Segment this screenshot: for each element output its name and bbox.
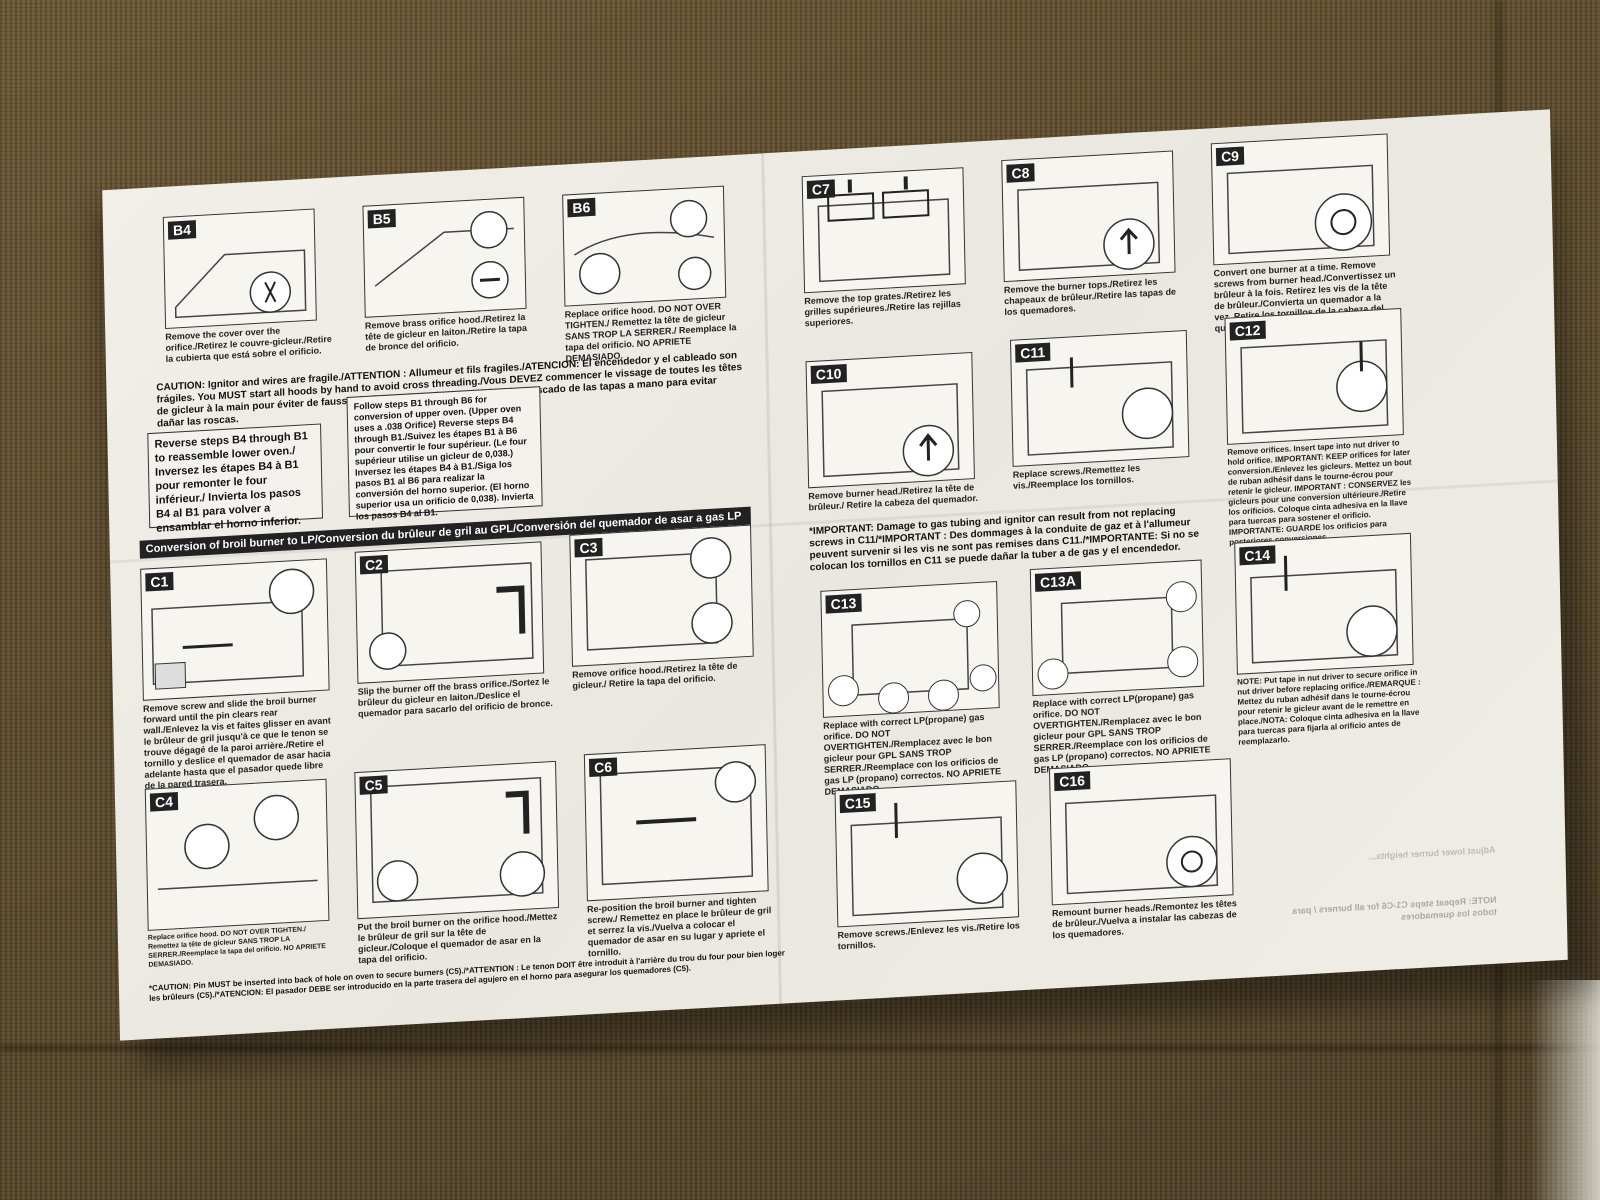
- c13-illustration: [827, 600, 997, 714]
- b5-illustration: [374, 210, 514, 299]
- c11-label: C11: [1015, 342, 1051, 363]
- panel-c10: C10: [805, 351, 975, 489]
- c4-caption: Replace orifice hood. DO NOT OVER TIGHTE…: [147, 926, 326, 969]
- c10-illustration: [821, 383, 960, 478]
- panel-c3: C3: [569, 524, 754, 667]
- panel-c7: C7: [801, 167, 966, 294]
- panel-c12: C12: [1224, 307, 1404, 445]
- c13-label: C13: [825, 593, 862, 614]
- c8-caption: Remove the burner tops./Retirez les chap…: [1003, 276, 1177, 318]
- c13a-label: C13A: [1034, 571, 1082, 592]
- couch-seam: [0, 1045, 1600, 1051]
- c5-label: C5: [359, 775, 388, 795]
- panel-c4: C4: [144, 778, 330, 931]
- panel-b4: B4: [162, 208, 317, 330]
- c8-label: C8: [1006, 163, 1035, 183]
- c9-label: C9: [1215, 146, 1245, 167]
- panel-c13a: C13A: [1029, 559, 1205, 697]
- c7-illustration: [817, 176, 951, 283]
- panel-b5: B5: [362, 196, 527, 318]
- c7-label: C7: [806, 179, 835, 199]
- panel-c1: C1: [140, 558, 330, 701]
- b4-illustration: [174, 249, 307, 319]
- panel-c8: C8: [1001, 150, 1176, 283]
- c9-illustration: [1226, 164, 1375, 255]
- panel-c5: C5: [354, 760, 560, 920]
- c14-caption: NOTE: Put tape in nut driver to secure o…: [1236, 667, 1421, 747]
- b5-label: B5: [367, 208, 396, 229]
- c10-label: C10: [810, 364, 847, 385]
- c12-illustration: [1240, 339, 1389, 434]
- c1-illustration: [151, 568, 315, 690]
- c2-label: C2: [359, 554, 389, 575]
- c7-caption: Remove the top grates./Retirez les grill…: [804, 288, 961, 329]
- b6-illustration: [573, 199, 715, 295]
- panel-c16: C16: [1048, 758, 1234, 906]
- c6-illustration: [599, 761, 757, 886]
- reverse-steps-box: Reverse steps B4 through B1 to reassembl…: [147, 423, 324, 535]
- c1-label: C1: [145, 571, 174, 592]
- panel-c14: C14: [1234, 532, 1414, 675]
- c15-illustration: [850, 802, 1009, 917]
- instruction-sheet: B4 Remove the cover over the orifice./Re…: [102, 109, 1568, 1041]
- panel-c13: C13: [820, 580, 1000, 718]
- c15-label: C15: [839, 793, 876, 814]
- c3-illustration: [585, 537, 733, 651]
- c2-caption: Slip the burner off the brass orifice./S…: [357, 676, 553, 719]
- panel-c9: C9: [1210, 133, 1391, 266]
- panel-c2: C2: [354, 541, 545, 684]
- bleed-through-adjust: Adjust lower burner heights...: [1368, 844, 1496, 862]
- c3-label: C3: [574, 537, 603, 558]
- follow-steps-box: Follow steps B1 through B6 for conversio…: [346, 386, 543, 522]
- c4-illustration: [157, 794, 318, 891]
- c16-illustration: [1064, 794, 1219, 895]
- c5-caption: Put the broil burner on the orifice hood…: [357, 911, 558, 966]
- c11-illustration: [1025, 357, 1174, 456]
- c16-label: C16: [1054, 771, 1091, 792]
- c12-caption: Remove orifices. Insert tape into nut dr…: [1227, 438, 1412, 547]
- c6-label: C6: [588, 757, 618, 778]
- c8-illustration: [1017, 181, 1161, 272]
- panel-c15: C15: [834, 780, 1020, 928]
- c16-caption: Remount burner heads./Remontez les têtes…: [1051, 898, 1237, 941]
- bleed-through-note: NOTE: Repeat steps C1-C6 for all burners…: [1292, 894, 1497, 922]
- panel-b6: B6: [562, 185, 727, 307]
- c12-label: C12: [1229, 320, 1266, 341]
- panel-c11: C11: [1010, 329, 1190, 467]
- c13a-illustration: [1037, 581, 1199, 690]
- b6-label: B6: [567, 197, 596, 218]
- b4-label: B4: [167, 220, 197, 240]
- window-light: [1530, 980, 1600, 1200]
- c14-illustration: [1250, 555, 1399, 664]
- c1-caption: Remove screw and slide the broil burner …: [142, 694, 331, 791]
- c5-illustration: [369, 776, 546, 904]
- panel-c6: C6: [583, 744, 769, 902]
- b5-caption: Remove brass orifice hood./Retirez la tê…: [364, 311, 528, 353]
- b4-caption: Remove the cover over the orifice./Retir…: [165, 325, 332, 365]
- c14-label: C14: [1239, 545, 1276, 566]
- c4-label: C4: [149, 792, 179, 812]
- c2-illustration: [369, 562, 534, 670]
